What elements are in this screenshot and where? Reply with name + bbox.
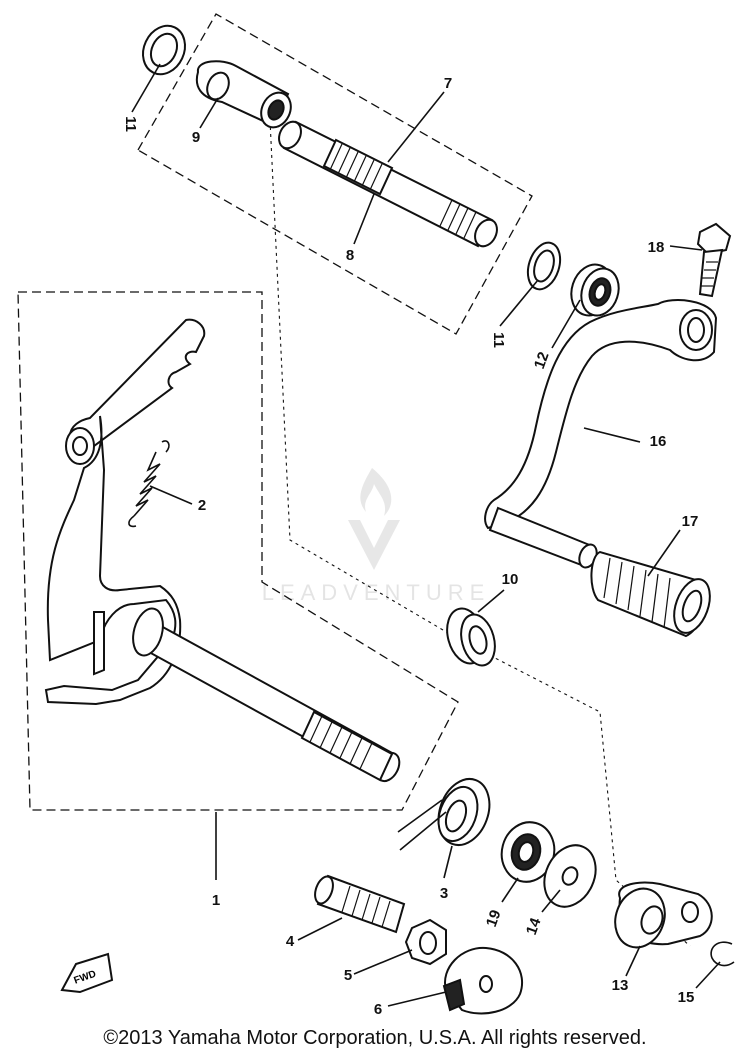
part-19-bearing [500,821,556,883]
callout-19: 19 [483,908,505,929]
callout-3: 3 [440,885,448,902]
part-17-rubber [590,550,711,638]
part-14-washer [543,844,597,908]
flame-logo-icon [360,468,392,516]
callout-18: 18 [648,239,665,256]
callout-10: 10 [502,571,519,588]
part-11-washer-top [142,24,186,76]
callout-14: 14 [523,915,545,937]
callout-8: 8 [346,247,354,264]
leader-lines [131,63,721,1007]
part-10-seal [446,607,496,667]
callout-11-top: 11 [122,116,139,132]
callout-4: 4 [286,933,295,950]
callout-11-mid: 11 [490,332,507,348]
part-8-shaft [278,120,498,248]
part-4-pin [314,874,406,934]
callout-7: 7 [444,75,452,92]
leadventure-watermark: LEADVENTURE [262,468,491,605]
callout-2: 2 [198,497,206,514]
callout-9: 9 [192,129,200,146]
part-18-bolt [696,222,732,298]
callout-6: 6 [374,1001,382,1018]
part-11-washer-mid [526,241,562,291]
callout-15: 15 [678,989,695,1006]
fwd-direction-badge: FWD [60,952,114,994]
part-16-shift-pedal [484,299,718,569]
part-1-shift-shaft [44,318,401,783]
callout-17: 17 [682,513,699,530]
callouts: 1 2 3 4 5 6 7 8 9 10 11 11 12 13 14 15 1… [122,75,698,1018]
callout-12: 12 [531,350,553,371]
callout-13: 13 [612,977,629,994]
part-5-nut [404,918,447,966]
callout-5: 5 [344,967,352,984]
part-12-bearing [570,263,620,317]
group-box-7 [137,13,533,335]
part-6-plate [442,946,523,1015]
copyright-notice: ©2013 Yamaha Motor Corporation, U.S.A. A… [103,1027,647,1049]
part-3-return-spring [397,778,491,851]
part-15-circlip [710,941,735,967]
group-box-1 [17,291,459,811]
callout-1: 1 [212,892,220,909]
part-9-collar [195,60,292,129]
part-2-spring [128,440,170,528]
watermark-brand: LEADVENTURE [262,580,491,605]
v-logo-icon [348,520,400,570]
callout-16: 16 [650,433,667,450]
part-13-roller [614,881,713,949]
